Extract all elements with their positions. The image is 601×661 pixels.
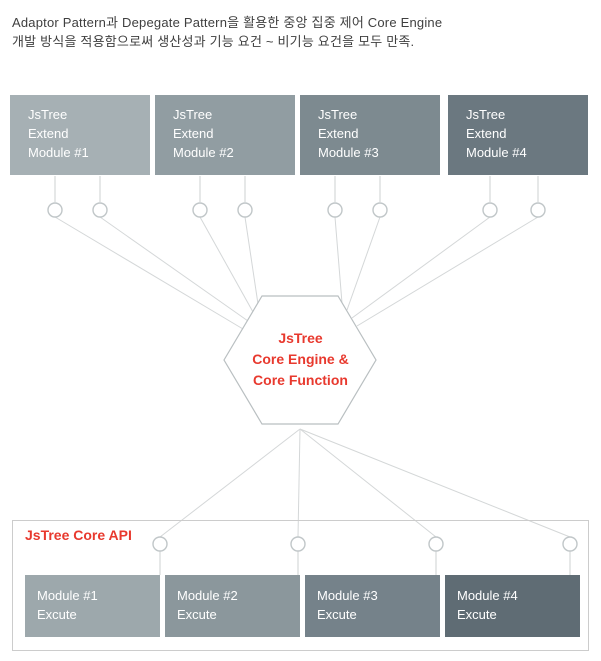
- bottom-module-1: Module #1 Excute: [25, 575, 160, 637]
- module-title-line: Extend: [466, 126, 507, 141]
- module-title-line: Excute: [457, 607, 497, 622]
- module-title-line: Module #2: [173, 145, 234, 160]
- connector-circle: [47, 202, 63, 218]
- core-engine-label: JsTree Core Engine & Core Function: [225, 328, 376, 391]
- module-title-line: Module #1: [28, 145, 89, 160]
- top-stem-lines: [54, 176, 539, 202]
- bottom-module-2: Module #2 Excute: [165, 575, 300, 637]
- core-engine-label-line: JsTree: [278, 330, 323, 346]
- converging-lines: [54, 216, 539, 330]
- top-connector-nodes: [47, 202, 546, 218]
- module-title-line: Module #1: [37, 588, 98, 603]
- connector-circle: [237, 202, 253, 218]
- core-api-container: [12, 520, 589, 651]
- module-title-line: JsTree: [318, 107, 358, 122]
- top-module-4: JsTree Extend Module #4: [448, 95, 588, 175]
- module-title-line: Excute: [317, 607, 357, 622]
- module-title-line: Excute: [177, 607, 217, 622]
- top-module-3: JsTree Extend Module #3: [300, 95, 440, 175]
- header-line2: 개발 방식을 적용함으로써 생산성과 기능 요건 ~ 비기능 요건을 모두 만족…: [12, 34, 415, 49]
- module-title-line: Module #3: [318, 145, 379, 160]
- core-api-label: JsTree Core API: [25, 527, 132, 543]
- top-module-1: JsTree Extend Module #1: [10, 95, 150, 175]
- connector-circle: [327, 202, 343, 218]
- connector-circle: [372, 202, 388, 218]
- module-title-line: Extend: [28, 126, 69, 141]
- connector-line: [334, 216, 343, 304]
- core-engine-label-line: Core Engine &: [252, 351, 349, 367]
- top-module-2: JsTree Extend Module #2: [155, 95, 295, 175]
- connector-line: [244, 216, 259, 305]
- module-title-line: JsTree: [466, 107, 506, 122]
- core-engine-label-line: Core Function: [253, 372, 348, 388]
- bottom-module-3: Module #3 Excute: [305, 575, 440, 637]
- header-text: Adaptor Pattern과 Depegate Pattern을 활용한 중…: [12, 13, 442, 51]
- connector-line: [346, 216, 381, 311]
- module-title-line: Extend: [173, 126, 214, 141]
- module-title-line: Excute: [37, 607, 77, 622]
- module-title-line: Module #2: [177, 588, 238, 603]
- connector-circle: [530, 202, 546, 218]
- connector-circle: [192, 202, 208, 218]
- module-title-line: JsTree: [28, 107, 68, 122]
- module-title-line: Module #4: [457, 588, 518, 603]
- connector-line: [356, 216, 539, 327]
- module-title-line: Module #3: [317, 588, 378, 603]
- connector-line: [99, 216, 249, 322]
- connector-line: [199, 216, 254, 313]
- connector-line: [54, 216, 244, 330]
- connector-line: [351, 216, 491, 319]
- module-title-line: Module #4: [466, 145, 527, 160]
- connector-circle: [92, 202, 108, 218]
- module-title-line: Extend: [318, 126, 359, 141]
- module-title-line: JsTree: [173, 107, 213, 122]
- bottom-module-4: Module #4 Excute: [445, 575, 580, 637]
- header-line1: Adaptor Pattern과 Depegate Pattern을 활용한 중…: [12, 15, 443, 30]
- connector-circle: [482, 202, 498, 218]
